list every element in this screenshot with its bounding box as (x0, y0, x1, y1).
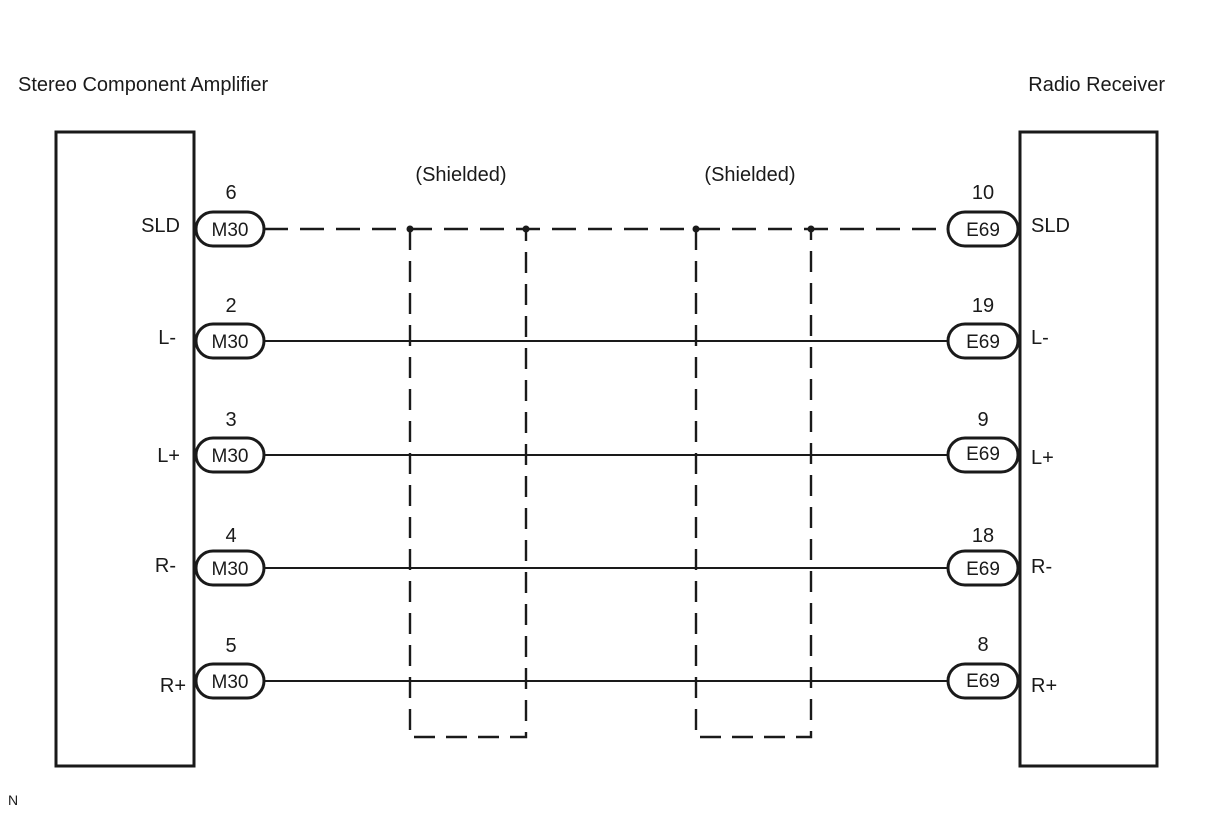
right-connector (946, 662, 1020, 700)
shield-label-2: (Shielded) (704, 164, 795, 186)
left-component-box (54, 130, 196, 768)
left-pin-number: 6 (225, 182, 236, 204)
right-pin-number: 19 (972, 295, 994, 317)
right-connector-label: E69 (966, 220, 1000, 241)
right-signal-label: SLD (1031, 215, 1070, 237)
left-signal-label: L+ (157, 445, 180, 467)
shield-junction (807, 225, 815, 233)
left-pin-number: 3 (225, 409, 236, 431)
left-connector-label: M30 (212, 332, 249, 353)
left-connector-label: M30 (212, 672, 249, 693)
right-connector-label: E69 (966, 332, 1000, 353)
shield-junction (692, 225, 700, 233)
left-signal-label: L- (158, 327, 176, 349)
left-pin-number: 4 (225, 525, 236, 547)
right-connector-label: E69 (966, 559, 1000, 580)
right-connector (946, 210, 1020, 248)
right-connector (946, 436, 1020, 474)
left-connector (194, 210, 266, 248)
left-connector-label: M30 (212, 220, 249, 241)
right-pin-number: 18 (972, 525, 994, 547)
left-pin-number: 2 (225, 295, 236, 317)
right-pin-number: 10 (972, 182, 994, 204)
left-connector-label: M30 (212, 559, 249, 580)
right-connector-label: E69 (966, 671, 1000, 692)
left-signal-label: SLD (141, 215, 180, 237)
left-connector-label: M30 (212, 446, 249, 467)
wire-row-r-plus: R+ 5 M30 8 E69 R+ (160, 634, 1057, 700)
right-signal-label: R- (1031, 556, 1052, 578)
left-connector (194, 549, 266, 587)
right-signal-label: L+ (1031, 447, 1054, 469)
shield-junction (522, 225, 530, 233)
right-component-box (1018, 130, 1159, 768)
shield-box-1 (408, 229, 528, 739)
left-component-title: Stereo Component Amplifier (18, 74, 268, 96)
left-pin-number: 5 (225, 635, 236, 657)
right-connector-label: E69 (966, 444, 1000, 465)
wire-row-sld: SLD 6 M30 10 E69 SLD (141, 182, 1070, 248)
right-pin-number: 9 (977, 409, 988, 431)
wire-row-l-minus: L- 2 M30 19 E69 L- (158, 295, 1049, 360)
right-pin-number: 8 (977, 634, 988, 656)
right-signal-label: R+ (1031, 675, 1057, 697)
left-connector (194, 322, 266, 360)
wire-row-l-plus: L+ 3 M30 9 E69 L+ (157, 409, 1054, 474)
shield-junction (406, 225, 414, 233)
left-connector (194, 436, 266, 474)
right-connector (946, 322, 1020, 360)
right-connector (946, 549, 1020, 587)
left-signal-label: R- (155, 555, 176, 577)
right-component-title: Radio Receiver (1028, 74, 1165, 96)
wire-row-r-minus: R- 4 M30 18 E69 R- (155, 525, 1052, 587)
shield-label-1: (Shielded) (415, 164, 506, 186)
left-signal-label: R+ (160, 675, 186, 697)
right-signal-label: L- (1031, 327, 1049, 349)
shield-box-2 (694, 229, 813, 739)
left-connector (194, 662, 266, 700)
corner-mark: N (8, 792, 18, 808)
